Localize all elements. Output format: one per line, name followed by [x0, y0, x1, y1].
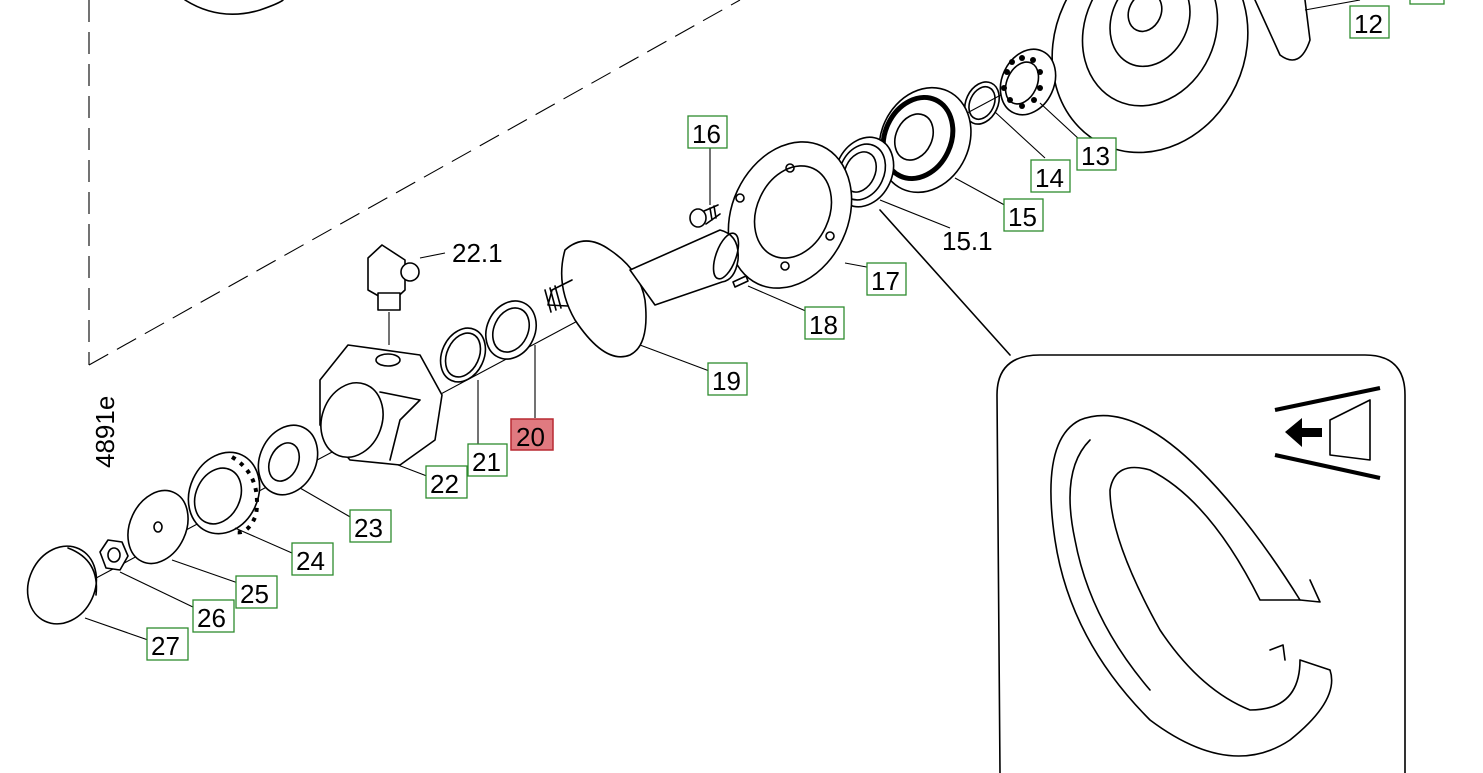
part-o-ring-21: [439, 327, 487, 383]
part-top-left-partial: [184, 0, 284, 16]
svg-text:12: 12: [1354, 9, 1383, 39]
part-snap-ring-14: [963, 81, 1001, 125]
callout-15[interactable]: 15: [1003, 198, 1044, 232]
callout-27[interactable]: 27: [146, 627, 189, 661]
part-hub-12: [1051, 0, 1361, 154]
svg-text:26: 26: [197, 603, 226, 633]
part-washer-25: [127, 489, 189, 565]
part-cap-27: [26, 545, 98, 625]
part-hex-body-22: [319, 344, 443, 466]
direction-symbol-icon: [1274, 386, 1381, 480]
svg-text:24: 24: [296, 546, 325, 576]
part-bearing-24: [187, 451, 261, 535]
callout-14[interactable]: 14: [1030, 159, 1071, 193]
part-key-18: [732, 275, 749, 288]
callout-18[interactable]: 18: [804, 306, 845, 340]
part-nut-26: [99, 539, 129, 571]
svg-text:14: 14: [1035, 163, 1064, 193]
svg-text:15.1: 15.1: [942, 226, 993, 256]
callout-22-1[interactable]: 22.1: [452, 238, 503, 268]
svg-text:22: 22: [430, 469, 459, 499]
part-flange-17: [727, 141, 853, 289]
svg-text:13: 13: [1081, 141, 1110, 171]
split-ring-detail: [1050, 414, 1333, 757]
callout-21[interactable]: 21: [467, 443, 508, 477]
part-spacer-20: [485, 300, 537, 360]
callout-24[interactable]: 24: [291, 542, 334, 576]
svg-text:27: 27: [151, 631, 180, 661]
svg-text:20: 20: [516, 422, 545, 452]
callout-15-1[interactable]: 15.1: [942, 226, 993, 256]
svg-text:22.1: 22.1: [452, 238, 503, 268]
callout-13[interactable]: 13: [1076, 137, 1117, 171]
callout-12[interactable]: 12: [1349, 5, 1390, 39]
callout-17[interactable]: 17: [866, 262, 907, 296]
svg-text:15: 15: [1008, 202, 1037, 232]
callout-16[interactable]: 16: [687, 115, 728, 149]
part-clamp-ring-13: [999, 48, 1057, 116]
callout-25[interactable]: 25: [235, 575, 278, 609]
svg-text:19: 19: [712, 366, 741, 396]
svg-text:21: 21: [472, 447, 501, 477]
part-screw-16: [689, 204, 721, 228]
detail-inset: [879, 209, 1406, 773]
callout-20-selected[interactable]: 20: [510, 418, 554, 452]
part-stub-shaft-19: [544, 229, 740, 358]
svg-text:18: 18: [809, 310, 838, 340]
svg-text:25: 25: [240, 579, 269, 609]
dashed-frame: [88, 0, 741, 366]
part-ring-23: [257, 424, 319, 496]
part-fitting-22-1: [367, 244, 446, 345]
svg-text:16: 16: [692, 119, 721, 149]
callout-19[interactable]: 19: [707, 362, 748, 396]
svg-text:17: 17: [871, 266, 900, 296]
part-bearing-15: [878, 86, 972, 194]
callout-26[interactable]: 26: [192, 599, 235, 633]
drawing-id: 4891e: [90, 396, 120, 468]
callout-23[interactable]: 23: [349, 509, 392, 543]
svg-text:23: 23: [354, 513, 383, 543]
callout-22[interactable]: 22: [425, 465, 468, 499]
callout-partial-top-right[interactable]: [1409, 0, 1445, 5]
